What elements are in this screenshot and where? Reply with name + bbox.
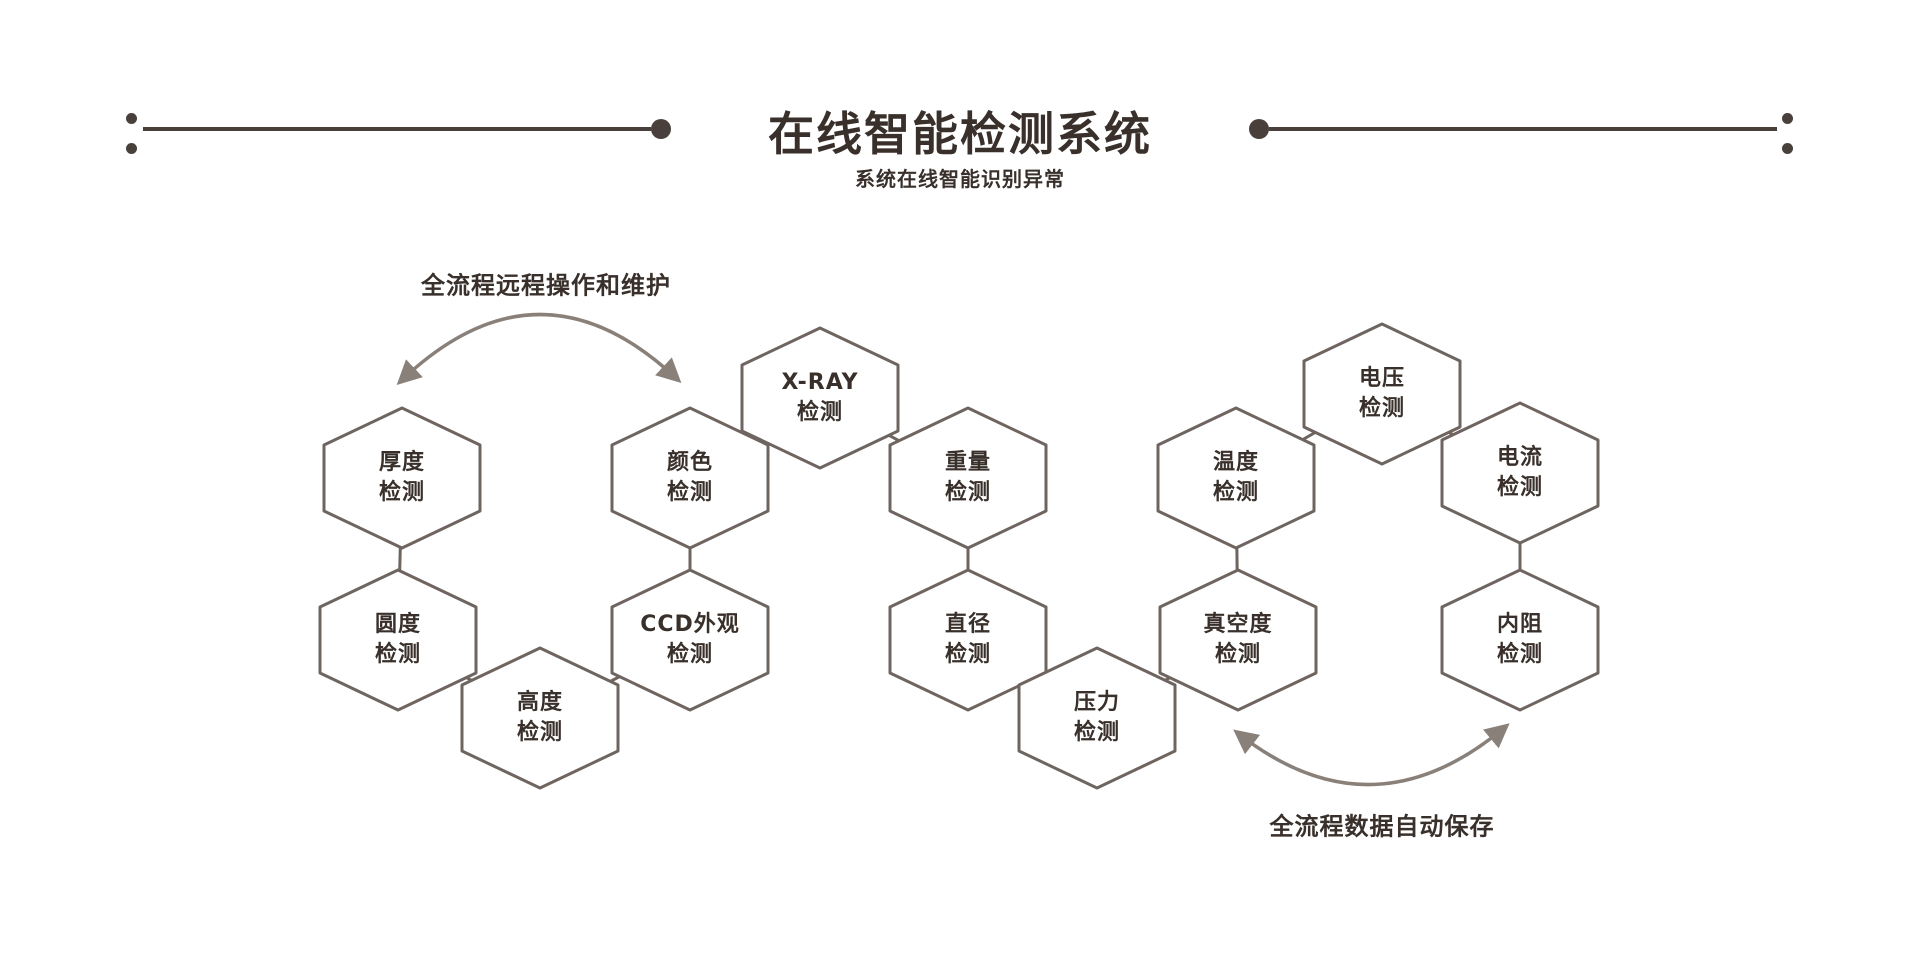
hex-node-roundness: 圆度 检测 — [317, 568, 479, 712]
hex-node-label: 压力 检测 — [1073, 690, 1120, 745]
hex-node-thickness: 厚度 检测 — [321, 406, 483, 550]
hex-node-label: 电压 检测 — [1358, 366, 1405, 421]
deco-dot-left-bottom — [126, 143, 137, 154]
annotation-remote-operation: 全流程远程操作和维护 — [421, 271, 671, 300]
hex-node-current: 电流 检测 — [1439, 401, 1601, 545]
hex-node-label: 温度 检测 — [1212, 450, 1259, 505]
deco-line-left — [143, 127, 651, 131]
remote-operation-arrow — [396, 312, 682, 386]
hex-node-vacuum: 真空度 检测 — [1157, 568, 1319, 712]
hexagon-shape — [1440, 401, 1600, 545]
hexagon-shape — [610, 568, 770, 712]
hex-node-color: 颜色 检测 — [609, 406, 771, 550]
hex-node-label: 圆度 检测 — [374, 612, 421, 667]
hex-node-label: 直径 检测 — [944, 612, 991, 667]
hexagon-shape — [1302, 322, 1462, 466]
hex-node-ccd-appearance: CCD外观 检测 — [609, 568, 771, 712]
hexagon-shape — [740, 326, 900, 470]
hex-node-height: 高度 检测 — [459, 646, 621, 790]
hexagon-shape — [322, 406, 482, 550]
hex-node-label: 颜色 检测 — [666, 450, 713, 505]
annotation-data-save: 全流程数据自动保存 — [1269, 812, 1495, 841]
hex-node-label: X-RAY 检测 — [781, 370, 859, 425]
deco-dot-right-top — [1782, 113, 1793, 124]
hex-node-label: 内阻 检测 — [1496, 612, 1543, 667]
hexagon-shape — [460, 646, 620, 790]
hex-node-label: CCD外观 检测 — [640, 612, 740, 667]
page-subtitle: 系统在线智能识别异常 — [855, 167, 1065, 191]
hexagon-shape — [1440, 568, 1600, 712]
deco-bigdot-left — [651, 119, 671, 139]
hex-node-voltage: 电压 检测 — [1301, 322, 1463, 466]
deco-bigdot-right — [1249, 119, 1269, 139]
deco-dot-right-bottom — [1782, 143, 1793, 154]
hexagon-shape — [610, 406, 770, 550]
hexagon-shape — [1158, 568, 1318, 712]
hexagon-shape — [888, 568, 1048, 712]
hexagon-shape — [1017, 646, 1177, 790]
deco-line-right — [1269, 127, 1777, 131]
data-save-arrow — [1233, 723, 1510, 787]
hex-node-pressure: 压力 检测 — [1016, 646, 1178, 790]
hex-node-label: 厚度 检测 — [378, 450, 425, 505]
hex-node-label: 电流 检测 — [1496, 445, 1543, 500]
hex-node-temperature: 温度 检测 — [1155, 406, 1317, 550]
hex-node-weight: 重量 检测 — [887, 406, 1049, 550]
hexagon-shape — [888, 406, 1048, 550]
hex-node-label: 重量 检测 — [944, 450, 991, 505]
hex-node-label: 高度 检测 — [516, 690, 563, 745]
hex-node-diameter: 直径 检测 — [887, 568, 1049, 712]
hex-node-label: 真空度 检测 — [1203, 612, 1273, 667]
hex-node-xray: X-RAY 检测 — [739, 326, 901, 470]
page-title: 在线智能检测系统 — [768, 107, 1152, 161]
hex-node-internal-resistance: 内阻 检测 — [1439, 568, 1601, 712]
hexagon-shape — [1156, 406, 1316, 550]
hexagon-shape — [318, 568, 478, 712]
deco-dot-left-top — [126, 113, 137, 124]
